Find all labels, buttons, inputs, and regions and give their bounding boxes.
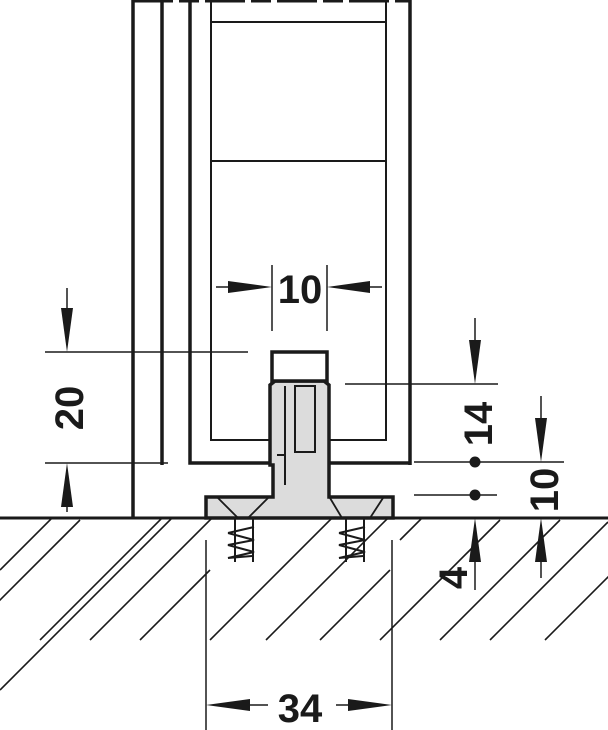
dimension-label-guide-engagement: 14 [457,401,501,446]
screw-right [338,518,366,562]
dimension-label-door-clearance: 10 [523,468,567,513]
dimension-slot-width [216,265,382,331]
dimension-guide-engagement [345,318,564,468]
screw-left [227,518,255,562]
dimension-label-base-thickness: 4 [432,566,476,589]
dimension-guide-height [45,288,248,512]
dimension-label-guide-height: 20 [48,386,92,431]
floor-hatching [0,518,608,691]
dimension-base-thickness [469,518,481,590]
door-panel [131,0,412,518]
dimension-door-clearance [414,396,547,578]
floor-guide [204,350,395,520]
dimension-label-slot-width: 10 [278,268,323,312]
door-bottom-channel [188,0,410,465]
dimension-base-width [205,540,393,730]
dimension-label-base-width: 34 [278,687,323,730]
